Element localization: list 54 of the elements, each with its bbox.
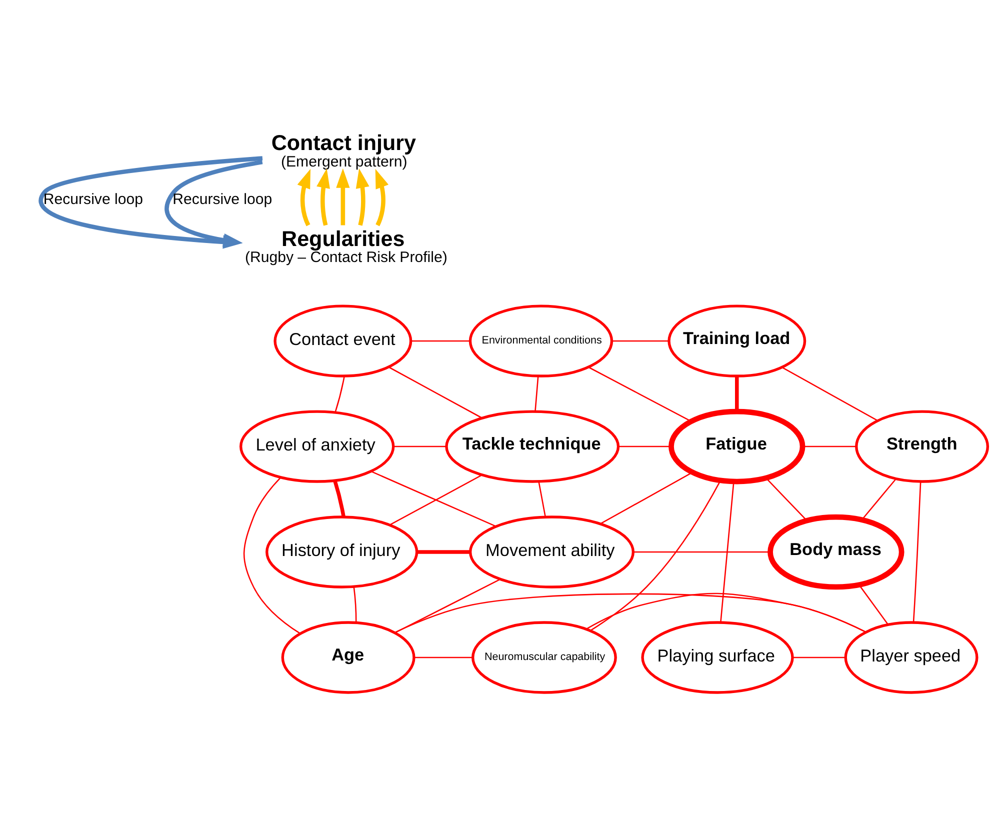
connector [352, 586, 356, 623]
node-ellipse: History of injury [265, 516, 418, 588]
connector [765, 478, 807, 521]
connector [912, 482, 921, 623]
node-ellipse: Neuromuscular capability [471, 621, 616, 694]
edge-label: Recursive loop [42, 191, 142, 208]
connector [538, 481, 546, 518]
node-text: Regularities (Rugby – Contact Risk Profile) [244, 226, 447, 266]
node-ellipse: Player speed [844, 621, 978, 694]
connector [858, 584, 888, 625]
node-ellipse: Body mass [767, 514, 904, 590]
node-ellipse: Tackle technique [444, 410, 620, 483]
connector [588, 366, 691, 422]
connector [802, 446, 856, 448]
node-ellipse: Playing surface [640, 621, 794, 694]
connector [334, 376, 344, 413]
node-ellipse: Fatigue [668, 408, 805, 484]
connector [734, 376, 738, 412]
connector [633, 551, 770, 553]
connector [590, 480, 720, 632]
connector [242, 477, 300, 634]
arrow [336, 168, 350, 226]
connector [612, 340, 668, 342]
connector [394, 593, 866, 634]
connector [410, 340, 470, 342]
connector [618, 446, 671, 448]
connector [394, 578, 500, 634]
connector [416, 550, 470, 554]
connector [534, 376, 538, 412]
connector [370, 470, 496, 527]
connector [332, 480, 345, 518]
connector [792, 656, 846, 658]
node-ellipse: Contact event [273, 304, 412, 378]
node-ellipse: Training load [667, 304, 806, 378]
node-ellipse: Level of anxiety [238, 410, 394, 483]
connector [388, 474, 482, 526]
connector [414, 656, 472, 658]
node-ellipse: Age [280, 621, 415, 694]
node-ellipse: Environmental conditions [468, 304, 613, 378]
connector [781, 366, 878, 422]
node-text: Contact injury (Emergent pattern) [270, 130, 416, 170]
edge-label: Recursive loop [172, 191, 272, 208]
arrow [355, 168, 369, 226]
connector [720, 482, 734, 622]
arrow [374, 168, 388, 226]
node-ellipse: Movement ability [468, 516, 634, 588]
arrow [316, 168, 330, 226]
connector [860, 478, 896, 520]
arrow [164, 160, 262, 247]
node-ellipse: Strength [854, 410, 989, 483]
connector [599, 472, 692, 524]
connector [393, 446, 446, 448]
arrow [296, 168, 310, 226]
connector [388, 366, 482, 419]
